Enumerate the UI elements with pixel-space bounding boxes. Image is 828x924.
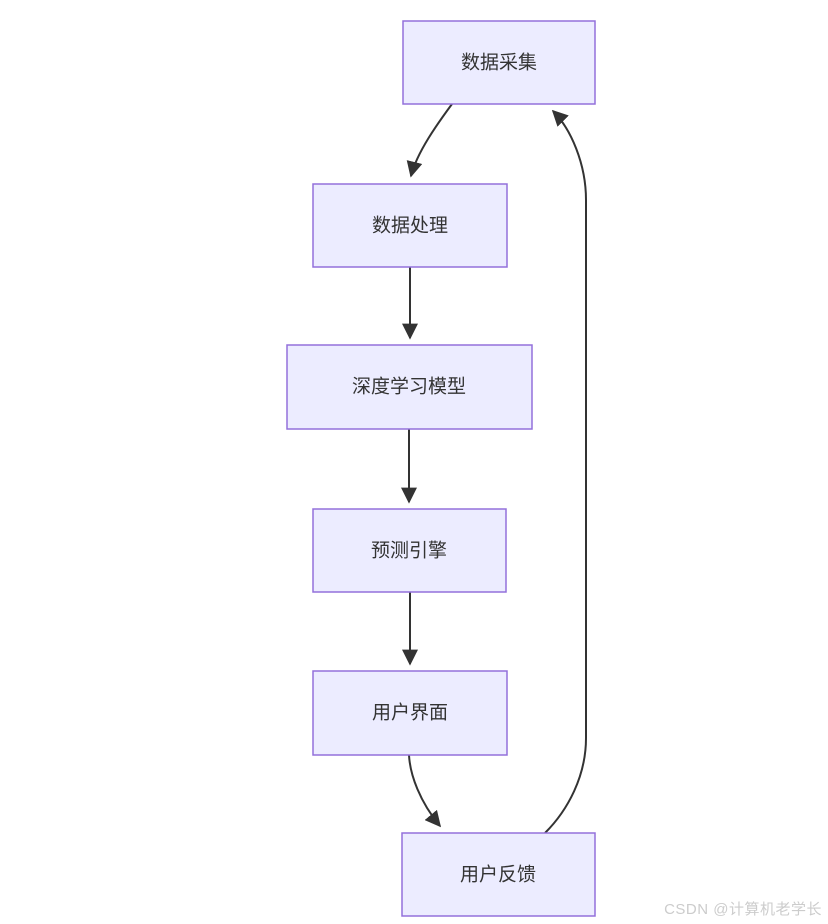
node-label: 数据处理: [372, 215, 448, 237]
edge-feedback-to-collect: [544, 109, 587, 834]
node-label: 深度学习模型: [352, 376, 466, 398]
node-label: 预测引擎: [371, 540, 447, 562]
node-box: [286, 344, 533, 430]
node-box: [312, 670, 508, 756]
node-box: [402, 20, 596, 105]
node-label: 用户界面: [372, 702, 448, 724]
flowchart-node-process: 数据处理: [312, 183, 508, 268]
node-box: [312, 183, 508, 268]
flowchart-node-collect: 数据采集: [402, 20, 596, 105]
flowchart-node-model: 深度学习模型: [286, 344, 533, 430]
node-label: 数据采集: [461, 52, 537, 74]
flowchart-node-feedback: 用户反馈: [401, 832, 596, 917]
edge-ui-to-feedback: [408, 754, 442, 828]
node-box: [401, 832, 596, 917]
node-box: [312, 508, 507, 593]
csdn-watermark: CSDN @计算机老学长: [664, 901, 822, 918]
node-label: 用户反馈: [460, 864, 536, 886]
edge-collect-to-process: [406, 103, 453, 178]
flowchart-node-engine: 预测引擎: [312, 508, 507, 593]
flowchart-node-ui: 用户界面: [312, 670, 508, 756]
